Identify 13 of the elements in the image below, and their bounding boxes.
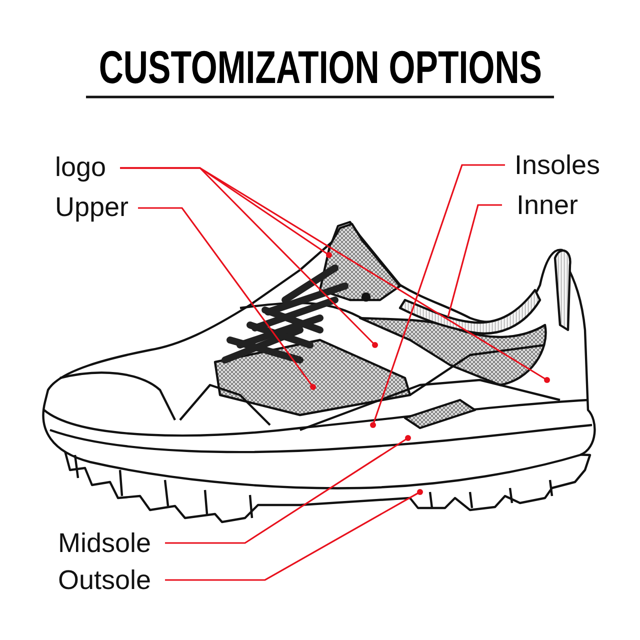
leader-line [165,489,423,581]
leader-line [165,435,411,544]
leader-line [120,167,550,383]
leader-line [138,207,316,390]
leader-line [447,204,502,318]
part-label: logo [55,151,106,183]
part-label: Outsole [58,564,152,596]
leader-line [370,164,505,428]
part-label: Inner [516,189,578,221]
part-label: Insoles [514,149,600,181]
title: CUSTOMIZATION OPTIONS [98,42,542,92]
part-label: Upper [55,191,129,223]
part-label: Midsole [58,527,152,559]
